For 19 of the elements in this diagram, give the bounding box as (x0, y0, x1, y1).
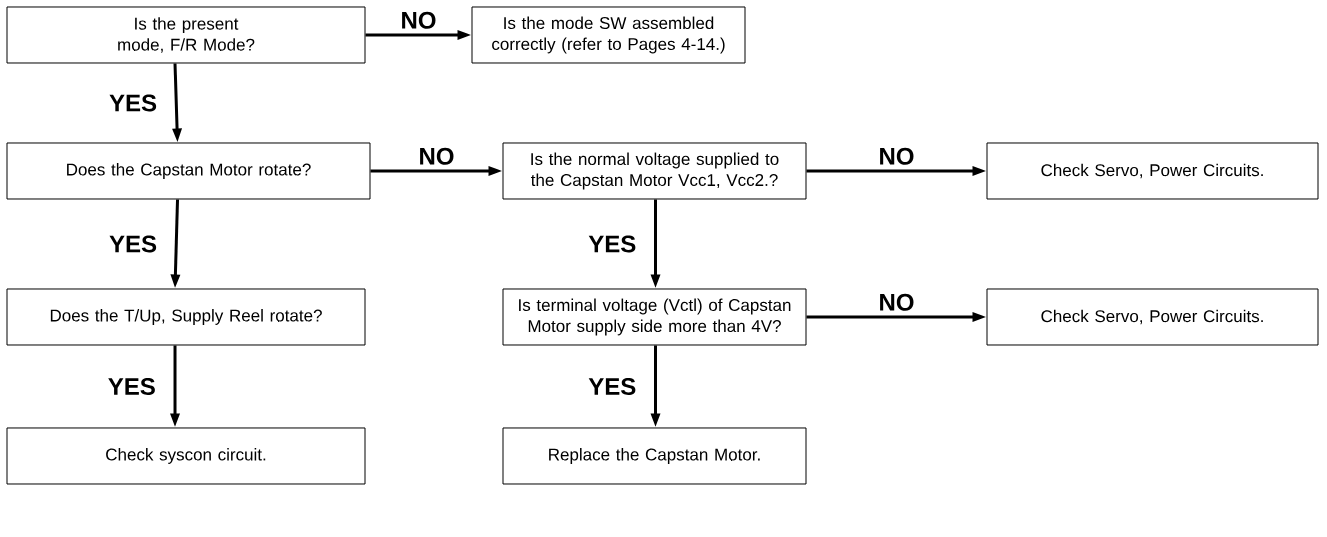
process-box: Does the Capstan Motor rotate? (6, 142, 371, 200)
edge-label: YES (587, 234, 638, 254)
process-box: Check syscon circuit. (6, 427, 366, 485)
edge-label: NO (877, 292, 916, 312)
edge-label: NO (417, 146, 456, 166)
process-box: Check Servo, Power Circuits. (986, 142, 1319, 200)
process-box: Check Servo, Power Circuits. (986, 288, 1319, 346)
process-box: Is the present mode, F/R Mode? (6, 6, 366, 64)
edge-label: YES (106, 377, 157, 396)
edge-label: YES (587, 377, 638, 396)
process-box: Replace the Capstan Motor. (502, 427, 807, 485)
edge-label: NO (399, 10, 438, 30)
process-box: Is the mode SW assembled correctly (refer to Pages 4-14.) (471, 6, 746, 64)
process-box: Does the T/Up, Supply Reel rotate? (6, 288, 366, 346)
process-box: Is the normal voltage supplied to the Capstan Motor Vcc1, Vcc2.? (502, 142, 807, 200)
process-box: Is terminal voltage (Vctl) of Capstan Motor supply side more than 4V? (502, 288, 807, 346)
edge-label: YES (108, 234, 159, 254)
edge-label: NO (877, 146, 916, 166)
edge-label: YES (108, 93, 159, 113)
